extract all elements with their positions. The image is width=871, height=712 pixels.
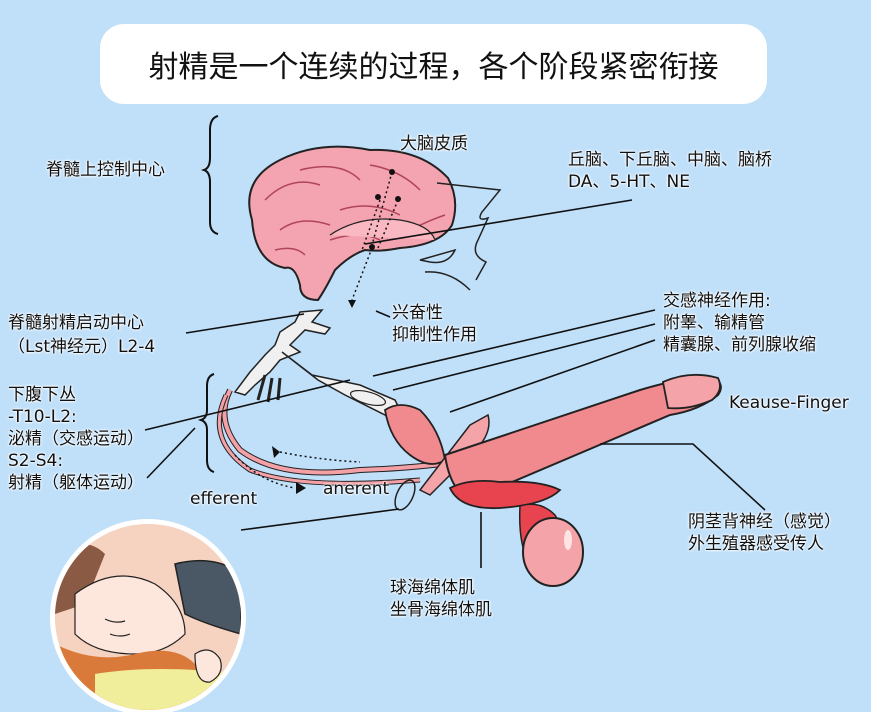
label-brainstem-line-1: 丘脑、下丘脑、中脑、脑桥 (568, 150, 772, 170)
label-plexus-line-2: -T10-L2: (8, 407, 77, 427)
brace-supraspinal-icon (200, 115, 219, 235)
spinal-cord-icon (233, 309, 412, 432)
label-keause-finger: Keause-Finger (729, 393, 849, 413)
leader-lines (144, 199, 766, 568)
brain-icon (248, 145, 457, 308)
label-efferent: efferent (190, 489, 258, 509)
label-dorsal-nerve-line-2: 外生殖器感受传人 (688, 534, 824, 554)
label-hypogastric-plexus: 下腹下丛 -T10-L2: 泌精（交感运动） S2-S4: 射精（躯体运动） (8, 384, 144, 494)
label-brainstem-line-2: DA、5-HT、NE (568, 172, 690, 192)
label-brainstem: 丘脑、下丘脑、中脑、脑桥 DA、5-HT、NE (568, 149, 772, 193)
label-muscles-line-2: 坐骨海绵体肌 (390, 600, 492, 620)
label-spinal-center-line-1: 脊髓射精启动中心 (8, 313, 144, 333)
label-cerebral-cortex: 大脑皮质 (400, 134, 468, 154)
label-plexus-line-4: S2-S4: (8, 451, 64, 471)
label-muscles: 球海绵体肌 坐骨海绵体肌 (390, 577, 492, 621)
label-plexus-line-3: 泌精（交感运动） (8, 429, 144, 449)
label-plexus-line-5: 射精（躯体运动） (8, 473, 144, 493)
label-modulation-line-2: 抑制性作用 (392, 325, 477, 345)
title-card: 射精是一个连续的过程，各个阶段紧密衔接 (100, 24, 767, 104)
brace-plexus-icon (197, 373, 215, 473)
label-dorsal-nerve: 阴茎背神经（感觉） 外生殖器感受传人 (688, 511, 841, 555)
label-modulation: 兴奋性 抑制性作用 (392, 302, 477, 346)
label-spinal-center-line-2: （Lst神经元）L2-4 (8, 337, 156, 357)
label-supraspinal-center: 脊髓上控制中心 (46, 160, 165, 180)
organ-icon (384, 373, 722, 587)
label-muscles-line-1: 球海绵体肌 (390, 578, 475, 598)
label-sympathetic-line-1: 交感神经作用: (663, 291, 771, 311)
label-sympathetic-line-2: 附睾、输精管 (663, 313, 765, 333)
label-dorsal-nerve-line-1: 阴茎背神经（感觉） (688, 512, 841, 532)
label-plexus-line-1: 下腹下丛 (8, 385, 76, 405)
label-spinal-ejaculation-center: 脊髓射精启动中心 （Lst神经元）L2-4 (8, 312, 155, 358)
label-sympathetic: 交感神经作用: 附睾、输精管 精囊腺、前列腺收缩 (663, 290, 816, 356)
label-sympathetic-line-3: 精囊腺、前列腺收缩 (663, 335, 816, 355)
label-modulation-line-1: 兴奋性 (392, 303, 443, 323)
page-title: 射精是一个连续的过程，各个阶段紧密衔接 (148, 50, 719, 85)
couple-illustration-icon (55, 524, 241, 710)
couple-illustration-circle (50, 519, 246, 712)
label-anerent: anerent (323, 479, 390, 499)
